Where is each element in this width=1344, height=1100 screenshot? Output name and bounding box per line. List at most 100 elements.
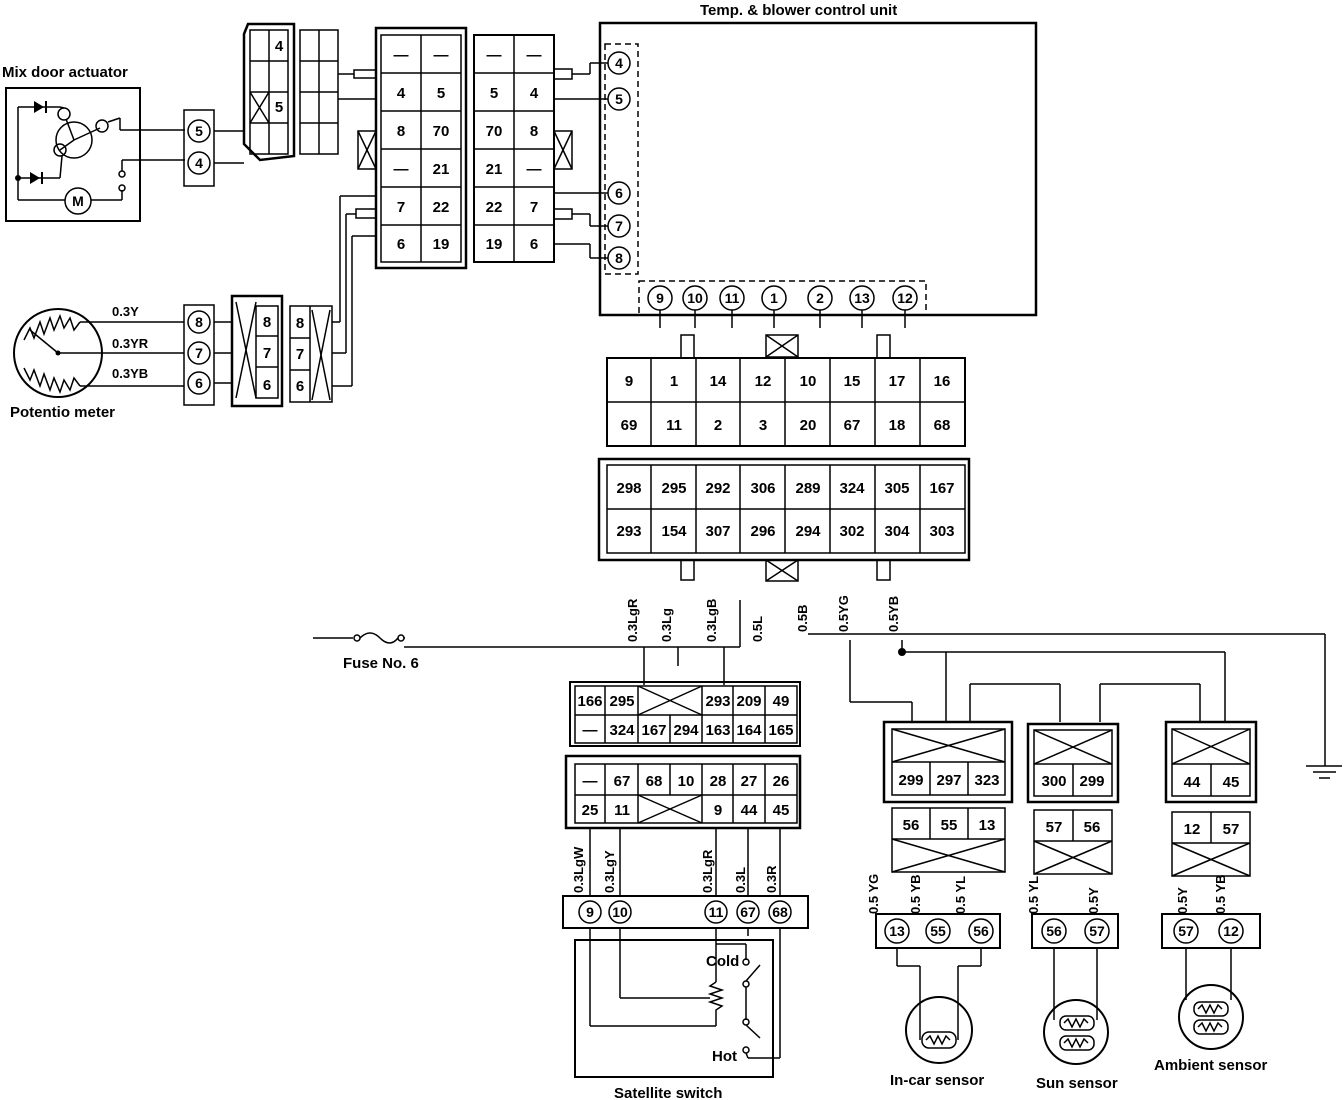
svg-text:69: 69 bbox=[621, 417, 638, 434]
conn-mix-b bbox=[299, 29, 339, 155]
svg-text:305: 305 bbox=[884, 480, 909, 497]
sat-connector: 9 10 11 67 68 bbox=[562, 895, 809, 929]
svg-text:299: 299 bbox=[898, 772, 923, 789]
svg-text:8: 8 bbox=[263, 314, 271, 331]
svg-text:0.3LgW: 0.3LgW bbox=[571, 846, 586, 893]
svg-text:7: 7 bbox=[530, 199, 538, 216]
svg-text:8: 8 bbox=[296, 315, 304, 332]
potentio-wires bbox=[58, 321, 184, 387]
svg-text:9: 9 bbox=[625, 373, 633, 390]
svg-text:4: 4 bbox=[530, 85, 539, 102]
potentio-wire-yb: 0.3YB bbox=[112, 366, 148, 381]
svg-text:56: 56 bbox=[973, 923, 989, 939]
svg-text:—: — bbox=[487, 47, 502, 64]
motor-symbol: M bbox=[72, 193, 84, 209]
svg-text:19: 19 bbox=[486, 236, 503, 253]
svg-text:4: 4 bbox=[615, 55, 623, 71]
svg-text:14: 14 bbox=[710, 373, 727, 390]
conn-potentio-c: 8 7 6 bbox=[289, 305, 333, 403]
svg-text:57: 57 bbox=[1046, 819, 1063, 836]
svg-text:10: 10 bbox=[678, 773, 695, 790]
svg-text:0.3LgY: 0.3LgY bbox=[602, 850, 617, 893]
svg-text:2: 2 bbox=[714, 417, 722, 434]
svg-text:307: 307 bbox=[705, 523, 730, 540]
svg-text:303: 303 bbox=[929, 523, 954, 540]
unit-bottom-leads bbox=[659, 310, 906, 328]
svg-text:0.5 YL: 0.5 YL bbox=[953, 876, 968, 914]
diode-icon bbox=[15, 101, 47, 184]
svg-text:297: 297 bbox=[936, 772, 961, 789]
junction-dot bbox=[898, 648, 906, 656]
cold-label: Cold bbox=[706, 953, 739, 970]
potentio-wire-yr: 0.3YR bbox=[112, 336, 149, 351]
svg-text:165: 165 bbox=[768, 722, 793, 739]
svg-text:56: 56 bbox=[1084, 819, 1101, 836]
svg-text:5: 5 bbox=[275, 99, 283, 116]
svg-text:296: 296 bbox=[750, 523, 775, 540]
control-unit-box bbox=[598, 21, 1038, 317]
svg-text:15: 15 bbox=[844, 373, 861, 390]
svg-text:70: 70 bbox=[433, 123, 450, 140]
svg-text:304: 304 bbox=[884, 523, 910, 540]
sat-wire-labels: 0.3LgW 0.3LgY 0.3LgR 0.3L 0.3R bbox=[571, 846, 779, 893]
svg-text:10: 10 bbox=[687, 290, 703, 306]
svg-text:26: 26 bbox=[773, 773, 790, 790]
svg-text:0.3LgR: 0.3LgR bbox=[625, 598, 640, 642]
unit-left-pin-8: 8 bbox=[607, 246, 631, 270]
svg-text:289: 289 bbox=[795, 480, 820, 497]
bus-wire-labels: 0.3LgR 0.3Lg 0.3LgB 0.5L 0.5B 0.5YG 0.5Y… bbox=[625, 595, 901, 642]
svg-text:17: 17 bbox=[889, 373, 906, 390]
unit-left-wires bbox=[553, 62, 608, 259]
svg-text:292: 292 bbox=[705, 480, 730, 497]
potentio-wire-y: 0.3Y bbox=[112, 304, 139, 319]
svg-text:16: 16 bbox=[934, 373, 951, 390]
svg-text:300: 300 bbox=[1041, 773, 1066, 790]
svg-text:12: 12 bbox=[755, 373, 772, 390]
svg-text:6: 6 bbox=[195, 375, 203, 391]
incar-pin-connector: 13 55 56 bbox=[875, 913, 1001, 949]
svg-text:25: 25 bbox=[582, 802, 599, 819]
svg-text:57: 57 bbox=[1223, 821, 1240, 838]
ambient-sensor-title: Ambient sensor bbox=[1154, 1057, 1268, 1074]
sun-wire-labels: 0.5 YL 0.5Y bbox=[1026, 876, 1101, 914]
svg-text:7: 7 bbox=[263, 345, 271, 362]
svg-text:12: 12 bbox=[1223, 923, 1239, 939]
main-conn-a-tabs bbox=[680, 334, 891, 359]
svg-text:—: — bbox=[583, 773, 598, 790]
potentio-to-main-wires bbox=[332, 195, 377, 387]
satellite-switch-box bbox=[574, 939, 774, 1078]
sun-sensor-icon bbox=[1043, 948, 1109, 1065]
svg-text:0.5L: 0.5L bbox=[750, 616, 765, 642]
svg-text:0.5B: 0.5B bbox=[795, 605, 810, 632]
svg-text:8: 8 bbox=[615, 250, 623, 266]
svg-text:0.5YG: 0.5YG bbox=[836, 595, 851, 632]
svg-text:22: 22 bbox=[433, 199, 450, 216]
hot-label: Hot bbox=[712, 1048, 737, 1065]
svg-text:10: 10 bbox=[800, 373, 817, 390]
svg-text:67: 67 bbox=[844, 417, 861, 434]
svg-text:11: 11 bbox=[666, 417, 682, 434]
svg-text:166: 166 bbox=[577, 693, 602, 710]
svg-text:0.3LgB: 0.3LgB bbox=[704, 599, 719, 642]
svg-text:6: 6 bbox=[615, 185, 623, 201]
svg-text:167: 167 bbox=[929, 480, 954, 497]
sun-top-connector: 300 299 bbox=[1026, 722, 1120, 804]
unit-left-pin-7: 7 bbox=[607, 214, 631, 238]
svg-text:9: 9 bbox=[714, 802, 722, 819]
control-unit-title: Temp. & blower control unit bbox=[700, 2, 897, 19]
svg-text:4: 4 bbox=[195, 155, 203, 171]
incar-mid-connector: 56 55 13 bbox=[891, 807, 1006, 873]
svg-text:9: 9 bbox=[656, 290, 664, 306]
svg-text:7: 7 bbox=[195, 345, 203, 361]
svg-text:18: 18 bbox=[889, 417, 906, 434]
svg-text:0.5 YB: 0.5 YB bbox=[1213, 874, 1228, 914]
svg-text:0.5 YB: 0.5 YB bbox=[908, 874, 923, 914]
svg-text:164: 164 bbox=[736, 722, 762, 739]
satellite-switch-title: Satellite switch bbox=[614, 1085, 722, 1100]
svg-text:—: — bbox=[394, 161, 409, 178]
svg-text:56: 56 bbox=[903, 817, 920, 834]
svg-text:298: 298 bbox=[616, 480, 641, 497]
svg-text:295: 295 bbox=[609, 693, 634, 710]
